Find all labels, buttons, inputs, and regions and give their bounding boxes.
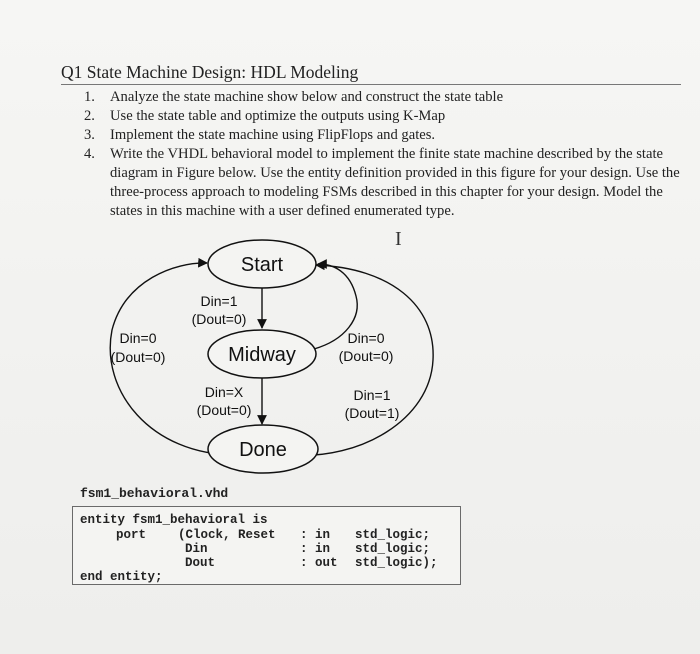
task-item: 2. Use the state table and optimize the … (84, 107, 684, 126)
state-done (207, 424, 319, 474)
code-port-type: std_logic); (355, 556, 438, 570)
text-cursor-icon: I (395, 228, 402, 250)
code-port-type: std_logic; (355, 528, 431, 542)
code-block (72, 506, 461, 585)
code-port-type: std_logic; (355, 542, 431, 556)
state-midway-label: Midway (228, 344, 296, 366)
code-port-name: Dout (185, 556, 216, 570)
code-port-dir: : in (300, 542, 331, 556)
label-left-output: (Dout=0) (111, 349, 166, 365)
label-midway-done-input: Din=X (205, 384, 244, 400)
task-number: 1. (84, 89, 95, 105)
task-number: 3. (84, 127, 95, 143)
code-port-dir: : out (300, 556, 338, 570)
task-text: Use the state table and optimize the out… (110, 108, 446, 124)
code-end-line: end entity; (80, 570, 163, 584)
task-text: Analyze the state machine show below and… (110, 89, 504, 105)
state-start (207, 239, 317, 289)
task-number: 4. (84, 146, 95, 162)
label-start-midway-input: Din=1 (201, 293, 238, 309)
code-port-name: (Clock, Reset (178, 528, 276, 542)
label-midway-start-input: Din=0 (348, 330, 385, 346)
task-item: 1. Analyze the state machine show below … (84, 88, 684, 107)
label-done-start-output: (Dout=1) (345, 405, 400, 421)
code-port-keyword: port (116, 528, 147, 542)
code-filename: fsm1_behavioral.vhd (80, 486, 229, 501)
state-done-label: Done (239, 439, 287, 461)
task-text: Implement the state machine using FlipFl… (110, 127, 436, 143)
transition-arc-left (109, 257, 237, 456)
task-text: Write the VHDL behavioral model to imple… (110, 146, 680, 219)
question-title: Q1 State Machine Design: HDL Modeling (61, 62, 359, 82)
label-done-start-input: Din=1 (354, 387, 391, 403)
title-underline (61, 84, 681, 85)
task-item: 4. Write the VHDL behavioral model to im… (84, 145, 684, 221)
label-start-midway-output: (Dout=0) (192, 311, 247, 327)
state-start-label: Start (241, 254, 284, 276)
code-port-name: Din (185, 542, 208, 556)
label-midway-start-output: (Dout=0) (339, 348, 394, 364)
task-number: 2. (84, 108, 95, 124)
task-item: 3. Implement the state machine using Fli… (84, 126, 684, 145)
label-left-input: Din=0 (120, 330, 157, 346)
code-port-dir: : in (300, 528, 331, 542)
task-list: 1. Analyze the state machine show below … (84, 88, 684, 221)
state-midway (207, 329, 317, 379)
label-midway-done-output: (Dout=0) (197, 402, 252, 418)
transition-arc-midway-start (313, 259, 358, 350)
code-entity-line: entity fsm1_behavioral is (80, 513, 268, 527)
transition-arc-right (290, 260, 434, 457)
